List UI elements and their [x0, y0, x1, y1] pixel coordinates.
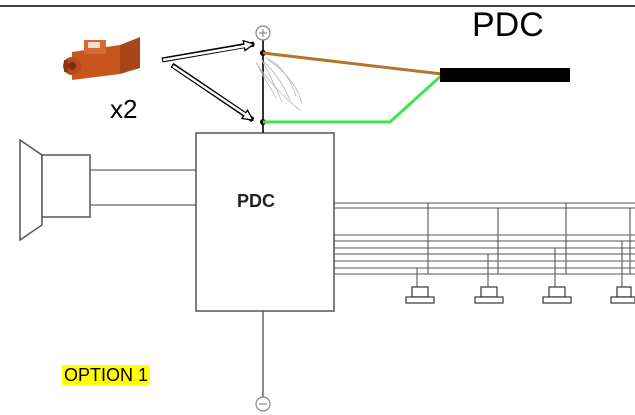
clip-part-icon	[63, 37, 140, 80]
parking-sensor-4	[610, 286, 635, 304]
wire-strands-icon	[255, 57, 303, 111]
arrow-to-green-inner	[172, 64, 247, 117]
sensor-bus-lines	[334, 202, 635, 275]
diagram-title: PDC	[472, 6, 544, 44]
arrow-to-positive-inner	[162, 44, 246, 62]
quantity-label: x2	[110, 94, 138, 124]
parking-sensor-1	[405, 286, 435, 304]
sensor-drop-lines	[416, 203, 631, 287]
control-box-label: PDC	[237, 191, 276, 211]
buzzer-icon	[19, 138, 196, 242]
brown-wire	[262, 51, 443, 76]
pdc-control-box	[195, 132, 335, 312]
connector-bar	[440, 68, 570, 82]
negative-terminal-icon	[255, 396, 271, 412]
parking-sensor-3	[542, 286, 572, 304]
positive-terminal-icon	[255, 25, 271, 41]
green-wire	[263, 73, 444, 124]
option-label: OPTION 1	[62, 365, 151, 385]
parking-sensor-2	[474, 286, 504, 304]
